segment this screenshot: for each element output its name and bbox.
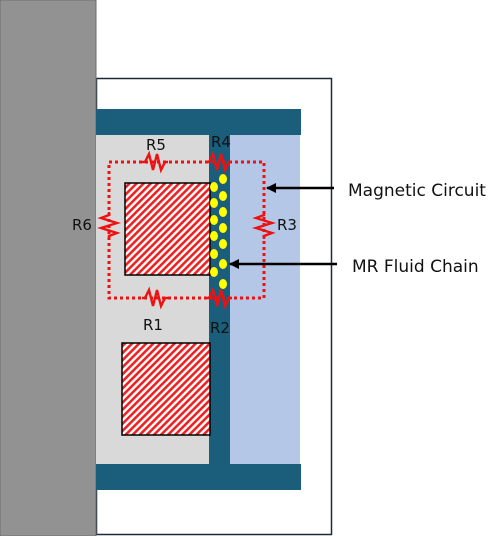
label-r1: R1: [143, 316, 163, 334]
label-r5: R5: [146, 136, 166, 154]
label-r6: R6: [72, 216, 92, 234]
label-r4: R4: [211, 133, 231, 151]
fluid-particle: [210, 215, 218, 225]
bottom-yoke-plate: [96, 464, 301, 490]
top-yoke-plate: [96, 109, 301, 135]
reluctance-r5-symbol: [142, 150, 168, 174]
fluid-particle: [219, 174, 227, 184]
magnetic-circuit-label: Magnetic Circuit: [348, 181, 486, 201]
reluctance-r6-symbol: [96, 212, 122, 239]
fluid-particle: [219, 223, 227, 233]
fluid-particle: [219, 207, 227, 217]
reluctance-r2-symbol: [206, 286, 232, 310]
mr-fluid-chain-label: MR Fluid Chain: [352, 257, 479, 277]
fluid-particle: [210, 198, 218, 208]
reluctance-r3-symbol: [251, 212, 277, 239]
fluid-particle: [219, 191, 227, 201]
fluid-particle: [210, 249, 218, 259]
lower-coil: [121, 342, 211, 436]
fluid-particle: [210, 267, 218, 277]
reluctance-r1-symbol: [142, 286, 168, 310]
reluctance-r4-symbol: [206, 150, 232, 174]
fluid-particle: [210, 182, 218, 192]
label-r2: R2: [210, 319, 230, 337]
fixed-wall: [0, 0, 97, 536]
fluid-particle: [219, 279, 227, 289]
fluid-particle: [219, 239, 227, 249]
label-r3: R3: [277, 216, 297, 234]
upper-coil: [124, 182, 211, 276]
mr-fluid-chain: [210, 174, 227, 289]
fluid-particle: [210, 231, 218, 241]
fluid-particle: [219, 259, 227, 269]
